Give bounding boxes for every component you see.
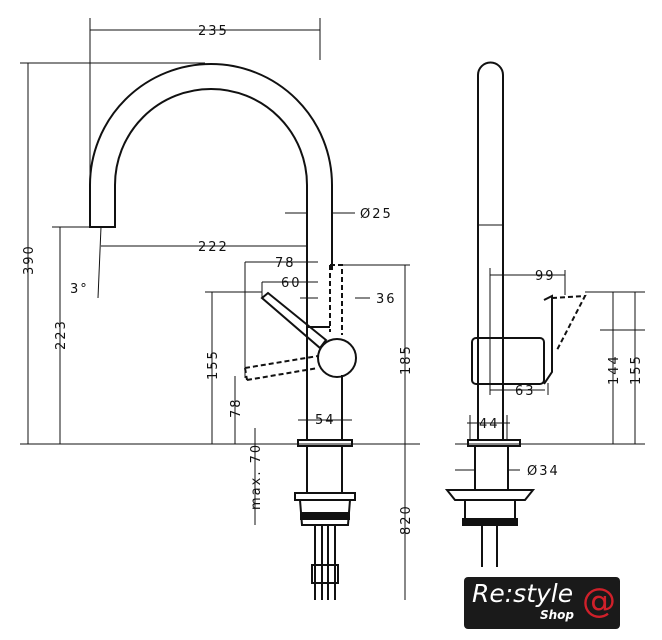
logo-main-text: Re:style — [472, 579, 574, 608]
dim-155: 155 — [206, 349, 221, 380]
logo-sub-text: Shop — [540, 608, 575, 622]
logo-cart-icon: @ — [582, 581, 616, 621]
dim-44: 44 — [479, 417, 500, 432]
dim-235: 235 — [198, 24, 229, 39]
dim-36: 36 — [376, 292, 397, 307]
dim-99: 99 — [535, 269, 556, 284]
dimension-lines-side — [455, 268, 645, 471]
restyle-shop-logo: Re:style Shop @ — [464, 577, 620, 629]
dim-144: 144 — [607, 354, 622, 385]
dim-diameter-34: Ø34 — [527, 464, 560, 479]
dim-223: 223 — [54, 319, 69, 350]
dim-54: 54 — [315, 413, 336, 428]
dim-155-side: 155 — [629, 354, 644, 385]
dim-78-lever: 78 — [275, 256, 296, 271]
dim-diameter-25: Ø25 — [360, 207, 393, 222]
dim-78-low: 78 — [229, 397, 244, 418]
dim-63: 63 — [515, 384, 536, 399]
dim-max-70: max. 70 — [249, 443, 264, 510]
dim-820: 820 — [399, 504, 414, 535]
dimension-lines-front — [20, 18, 410, 600]
dim-390: 390 — [22, 244, 37, 275]
body-front — [244, 264, 357, 600]
dim-185: 185 — [399, 344, 414, 375]
faucet-side — [444, 61, 587, 567]
dim-angle: 3° — [70, 282, 89, 297]
dim-222: 222 — [198, 240, 229, 255]
dim-60: 60 — [281, 276, 302, 291]
